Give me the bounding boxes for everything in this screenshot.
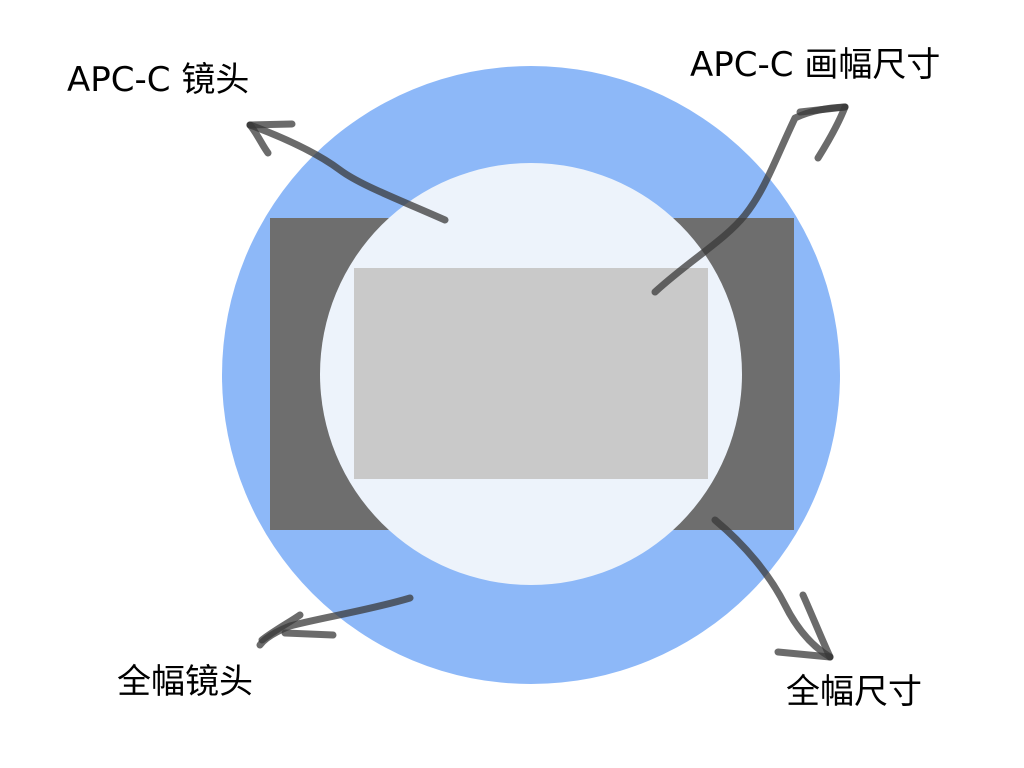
arrow-full-frame-lens xyxy=(256,594,414,649)
apsc-sensor-rect xyxy=(354,268,708,479)
arrow-full-frame-size xyxy=(711,516,834,661)
apsc-frame-label: APC-C 画幅尺寸 xyxy=(690,45,941,85)
arrow-apsc-lens xyxy=(246,120,449,224)
apsc-lens-label: APC-C 镜头 xyxy=(67,60,250,100)
arrow-apsc-frame xyxy=(651,103,849,296)
full-frame-lens-label: 全幅镜头 xyxy=(117,662,253,702)
full-frame-size-label: 全幅尺寸 xyxy=(786,672,922,712)
